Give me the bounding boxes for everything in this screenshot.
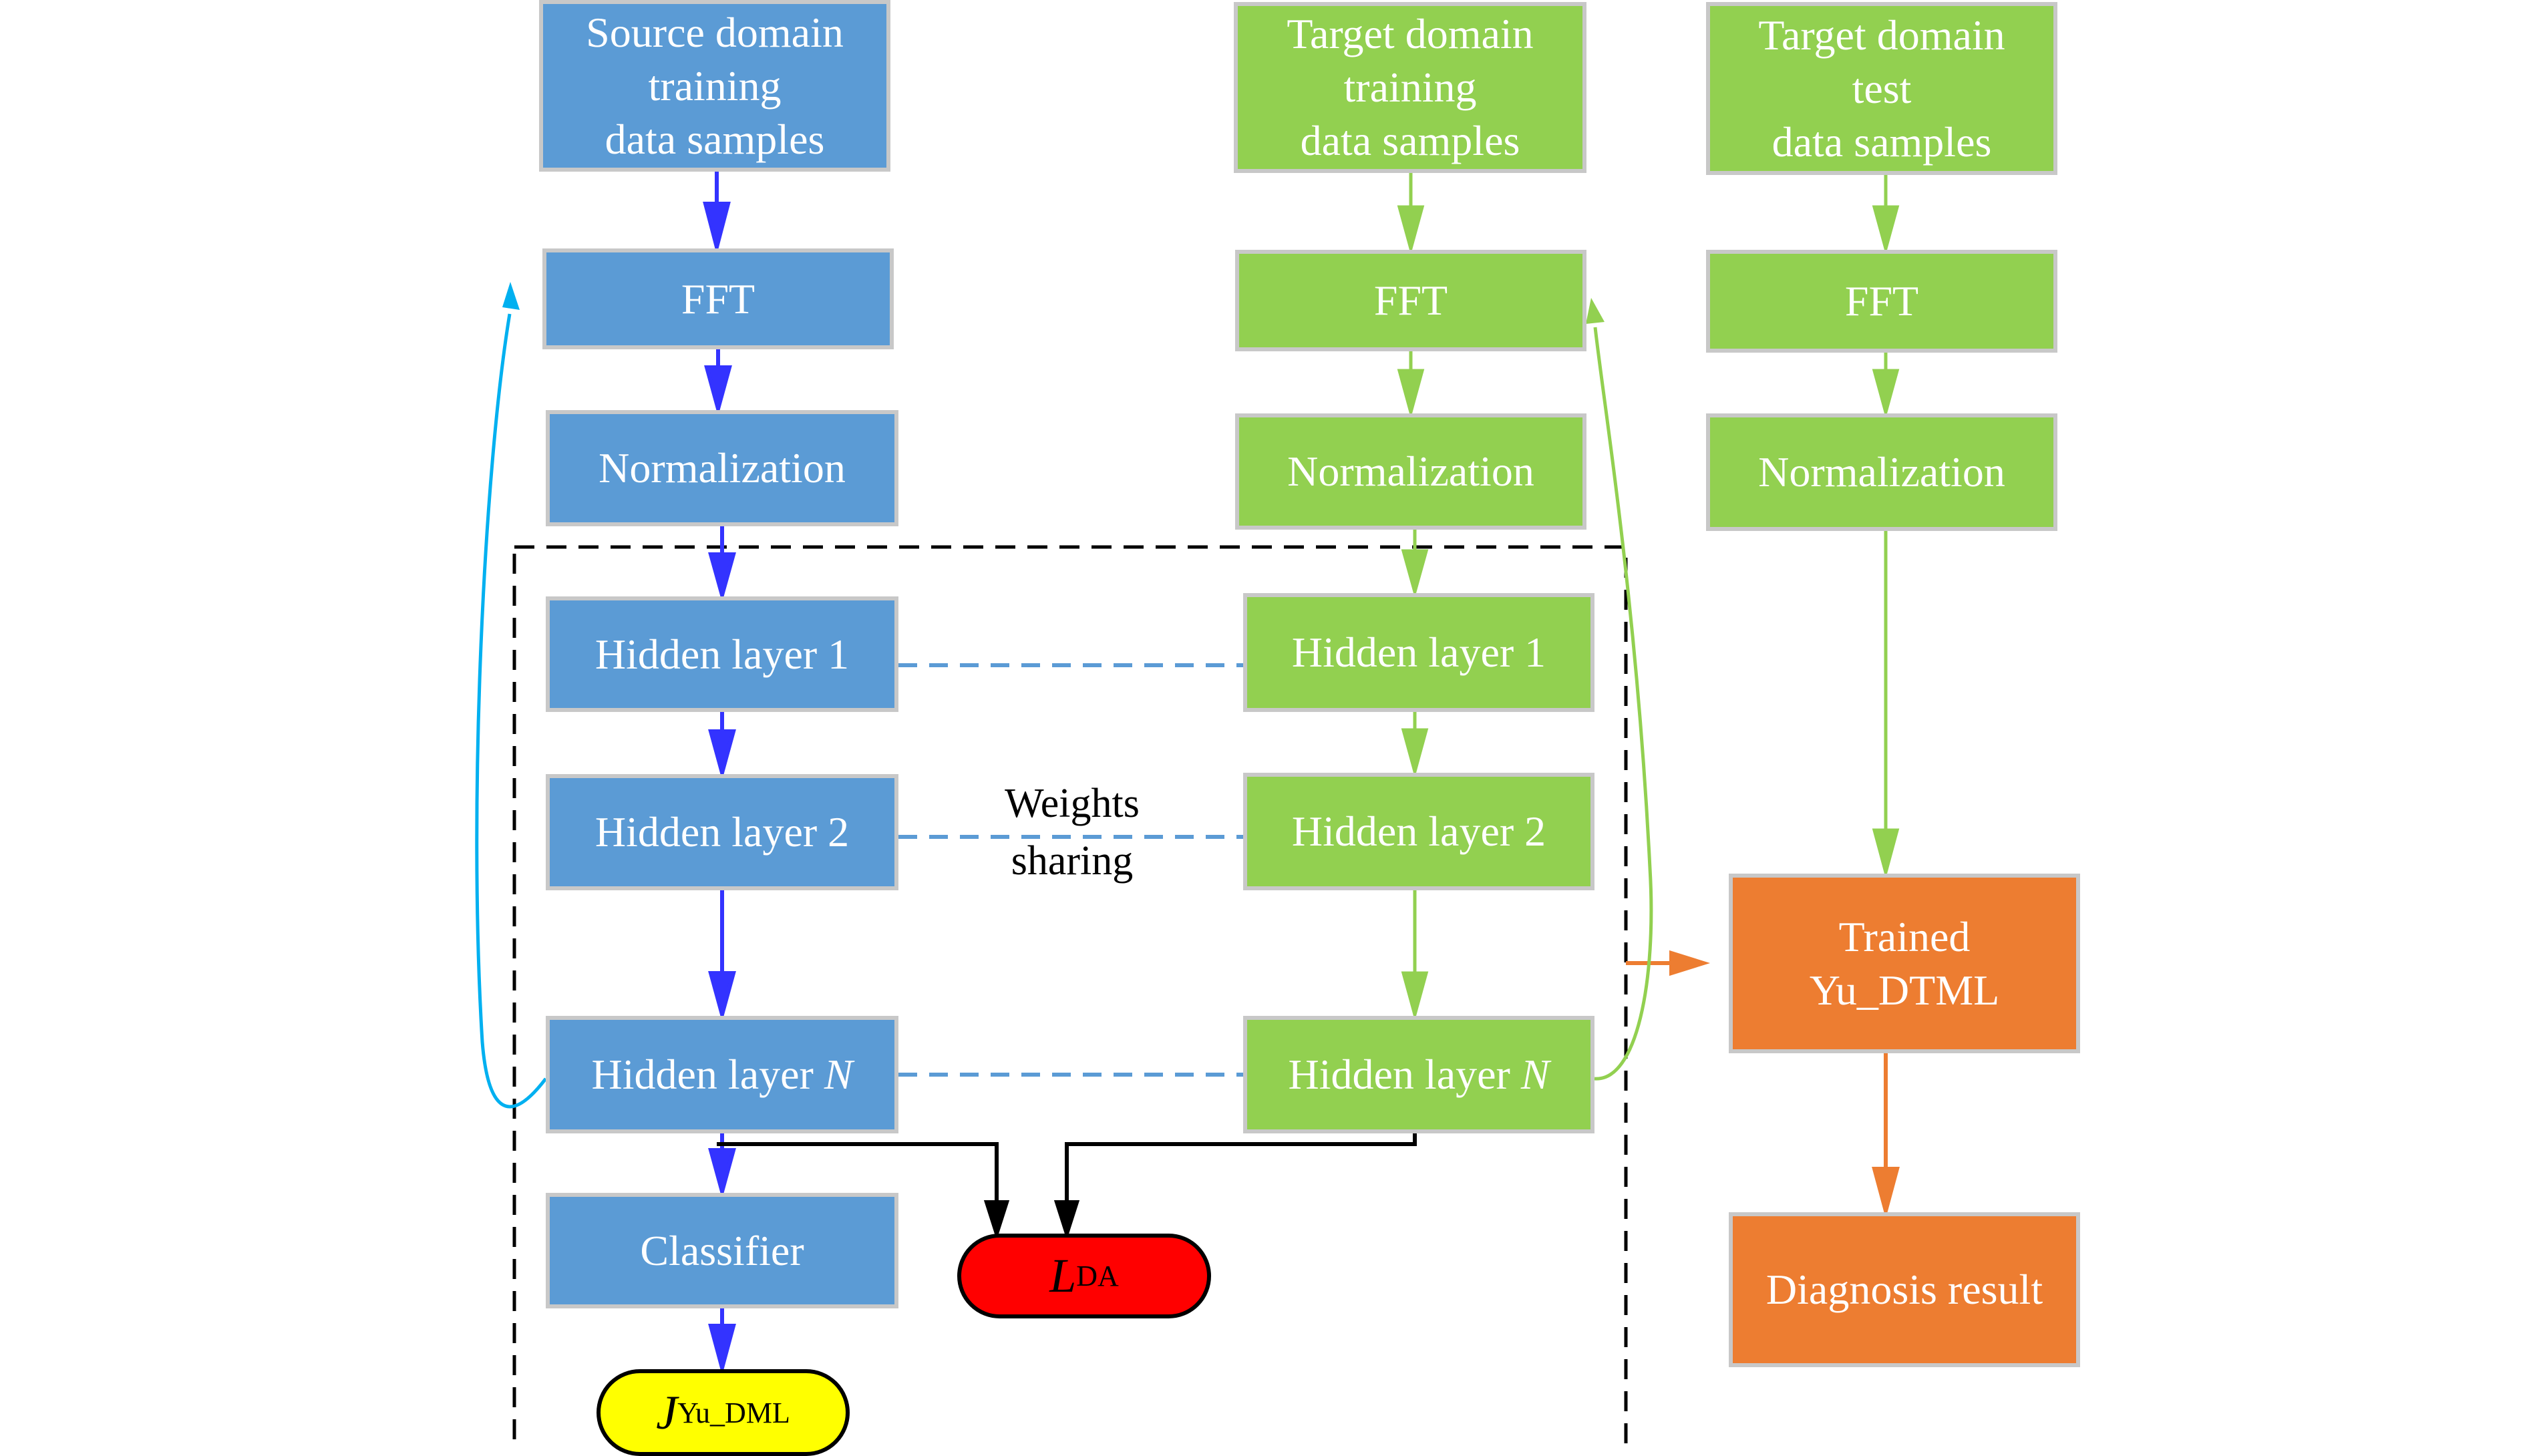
target-test-normalization-box: Normalization bbox=[1706, 413, 2057, 531]
classifier-box: Classifier bbox=[546, 1193, 898, 1308]
l-symbol: L bbox=[1049, 1249, 1077, 1302]
output-arrows bbox=[1626, 950, 1900, 1219]
source-arrows bbox=[703, 172, 736, 1376]
target-train-normalization-box: Normalization bbox=[1235, 413, 1586, 530]
j-symbol: J bbox=[656, 1385, 678, 1439]
weights-sharing-lines bbox=[898, 663, 1243, 1077]
target-hidden-layer-n-label: Hidden layer bbox=[1288, 1051, 1521, 1098]
target-train-fft-box: FFT bbox=[1235, 250, 1586, 351]
target-hidden-layer-n-var: N bbox=[1520, 1051, 1550, 1098]
target-hidden-layer-n: Hidden layer N bbox=[1243, 1016, 1594, 1133]
target-hidden-layer-2: Hidden layer 2 bbox=[1243, 773, 1594, 890]
source-hidden-layer-2: Hidden layer 2 bbox=[546, 774, 898, 890]
diagnosis-result-box: Diagnosis result bbox=[1729, 1212, 2080, 1367]
shared-network-frame bbox=[512, 545, 1628, 1451]
hidden-layer-n-var: N bbox=[824, 1051, 853, 1098]
target-feedback-arrowhead bbox=[1586, 298, 1605, 324]
target-test-fft-box: FFT bbox=[1706, 250, 2057, 353]
hidden-layer-n-label: Hidden layer bbox=[591, 1051, 824, 1098]
weights-sharing-label: Weights sharing bbox=[1005, 781, 1140, 884]
target-hidden-layer-1: Hidden layer 1 bbox=[1243, 593, 1594, 712]
source-hidden-layer-n: Hidden layer N bbox=[546, 1016, 898, 1133]
target-test-arrows bbox=[1872, 175, 1900, 879]
domain-adaptation-connectors bbox=[717, 1133, 1417, 1240]
l-subscript: DA bbox=[1076, 1260, 1119, 1292]
target-feedback-curve bbox=[1593, 327, 1653, 1081]
target-train-arrows bbox=[1397, 173, 1429, 1021]
source-samples-box: Source domain training data samples bbox=[539, 0, 890, 172]
source-hidden-layer-1: Hidden layer 1 bbox=[546, 596, 898, 712]
source-normalization-box: Normalization bbox=[546, 410, 898, 526]
trained-model-box: Trained Yu_DTML bbox=[1729, 874, 2080, 1053]
source-fft-box: FFT bbox=[542, 248, 894, 349]
target-test-samples-box: Target domain test data samples bbox=[1706, 2, 2057, 175]
target-train-samples-box: Target domain training data samples bbox=[1234, 2, 1586, 173]
source-feedback-curve bbox=[475, 313, 547, 1109]
j-subscript: Yu_DML bbox=[677, 1396, 790, 1429]
source-feedback-arrowhead bbox=[502, 282, 520, 310]
